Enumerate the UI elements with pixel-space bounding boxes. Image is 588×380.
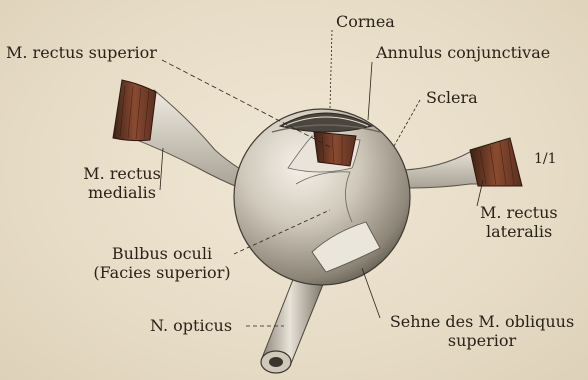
lateral-rectus-muscle [404,138,522,188]
label-rectus-medialis: M. rectus medialis [70,164,174,202]
label-rectus-medialis-line1: M. rectus [70,164,174,183]
label-rectus-medialis-line2: medialis [70,183,174,202]
label-sclera: Sclera [426,88,478,107]
label-obliquus-superior: Sehne des M. obliquus superior [382,312,582,350]
leader-annulus [368,62,372,120]
label-rectus-lateralis-line1: M. rectus [480,203,558,222]
label-nervus-opticus: N. opticus [150,316,232,335]
label-rectus-lateralis: M. rectus lateralis [480,203,558,241]
label-obliquus-line2: superior [382,331,582,350]
label-cornea: Cornea [336,12,395,31]
label-rectus-superior: M. rectus superior [6,43,157,62]
label-bulbus-oculi: Bulbus oculi (Facies superior) [86,244,238,282]
leader-obliquus [362,268,380,318]
label-bulbus-oculi-line2: (Facies superior) [86,263,238,282]
scale-indicator: 1/1 [534,150,557,169]
label-annulus-conjunctivae: Annulus conjunctivae [376,43,550,62]
leader-cornea [330,30,332,108]
label-obliquus-line1: Sehne des M. obliquus [382,312,582,331]
optic-nerve [261,272,324,373]
label-bulbus-oculi-line1: Bulbus oculi [86,244,238,263]
label-rectus-lateralis-line2: lateralis [480,222,558,241]
leader-sclera [394,100,420,146]
